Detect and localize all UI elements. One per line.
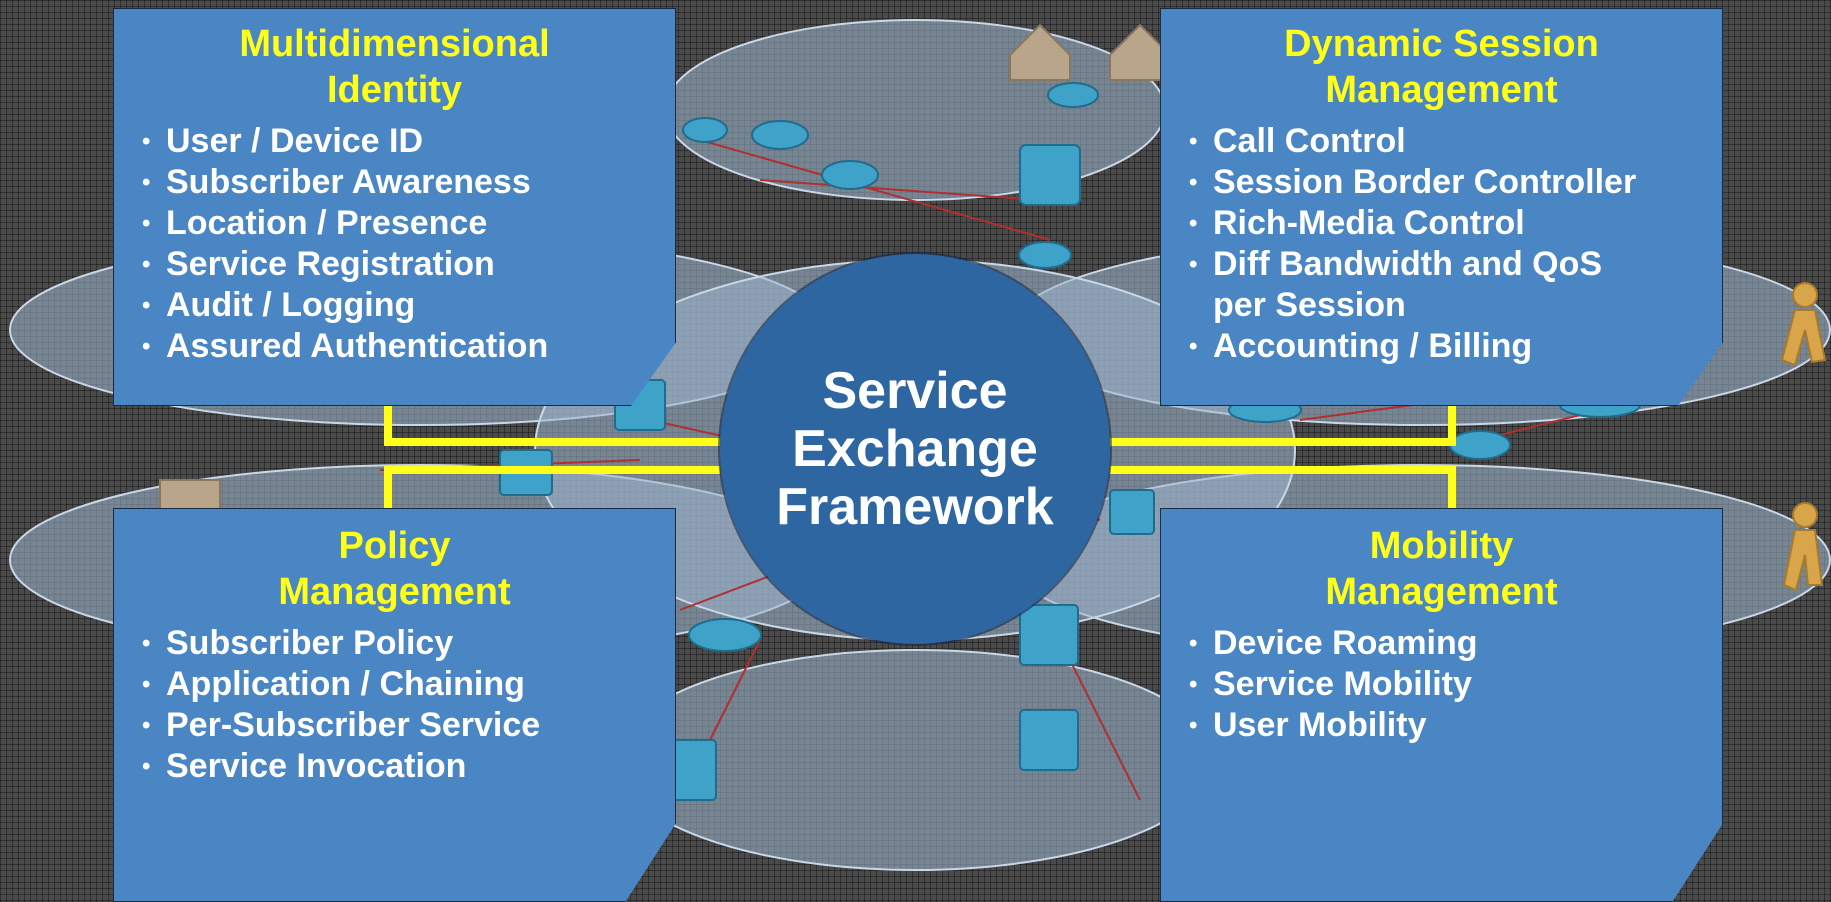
list-item: Session Border Controller bbox=[1189, 162, 1722, 203]
identity-box: Multidimensional Identity User / Device … bbox=[113, 8, 676, 406]
service-exchange-framework-hub: Service Exchange Framework bbox=[720, 254, 1110, 644]
mobility-list: Device Roaming Service Mobility User Mob… bbox=[1161, 623, 1722, 746]
session-list: Call Control Session Border Controller R… bbox=[1161, 121, 1722, 367]
person-icons bbox=[1780, 282, 1827, 592]
identity-title-line2: Identity bbox=[326, 69, 463, 111]
hub-line2: Exchange bbox=[792, 420, 1038, 478]
list-item: Subscriber Awareness bbox=[142, 162, 675, 203]
list-item: Audit / Logging bbox=[142, 285, 675, 326]
mobility-title-line2: Management bbox=[1325, 571, 1558, 613]
session-title-line1: Dynamic Session bbox=[1284, 23, 1599, 65]
list-item: Device Roaming bbox=[1189, 623, 1722, 664]
mobility-box: Mobility Management Device Roaming Servi… bbox=[1160, 508, 1723, 902]
list-item: Assured Authentication bbox=[142, 326, 675, 367]
list-item-line1: Diff Bandwidth and QoS bbox=[1213, 245, 1603, 283]
identity-title-line1: Multidimensional bbox=[239, 23, 550, 65]
policy-title-line1: Policy bbox=[338, 525, 451, 567]
list-item: Accounting / Billing bbox=[1189, 326, 1722, 367]
mobility-title-line1: Mobility bbox=[1369, 525, 1514, 567]
router-icons bbox=[499, 82, 1641, 801]
policy-title: Policy Management bbox=[114, 523, 675, 615]
mobility-title: Mobility Management bbox=[1161, 523, 1722, 615]
list-item: Per-Subscriber Service bbox=[142, 705, 675, 746]
list-item: User Mobility bbox=[1189, 705, 1722, 746]
list-item: Location / Presence bbox=[142, 203, 675, 244]
list-item: Service Mobility bbox=[1189, 664, 1722, 705]
identity-title: Multidimensional Identity bbox=[114, 21, 675, 113]
list-item-line2: per Session bbox=[1213, 286, 1406, 324]
identity-list: User / Device ID Subscriber Awareness Lo… bbox=[114, 121, 675, 367]
hub-line1: Service bbox=[822, 362, 1008, 420]
session-box: Dynamic Session Management Call Control … bbox=[1160, 8, 1723, 406]
policy-list: Subscriber Policy Application / Chaining… bbox=[114, 623, 675, 787]
list-item: Application / Chaining bbox=[142, 664, 675, 705]
session-title: Dynamic Session Management bbox=[1161, 21, 1722, 113]
hub-line3: Framework bbox=[776, 478, 1054, 536]
list-item: Rich-Media Control bbox=[1189, 203, 1722, 244]
list-item: User / Device ID bbox=[142, 121, 675, 162]
policy-title-line2: Management bbox=[278, 571, 511, 613]
list-item: Service Registration bbox=[142, 244, 675, 285]
session-title-line2: Management bbox=[1325, 69, 1558, 111]
policy-box: Policy Management Subscriber Policy Appl… bbox=[113, 508, 676, 902]
yellow-connectors bbox=[384, 406, 1456, 508]
list-item: Service Invocation bbox=[142, 746, 675, 787]
list-item: Call Control bbox=[1189, 121, 1722, 162]
list-item: Subscriber Policy bbox=[142, 623, 675, 664]
